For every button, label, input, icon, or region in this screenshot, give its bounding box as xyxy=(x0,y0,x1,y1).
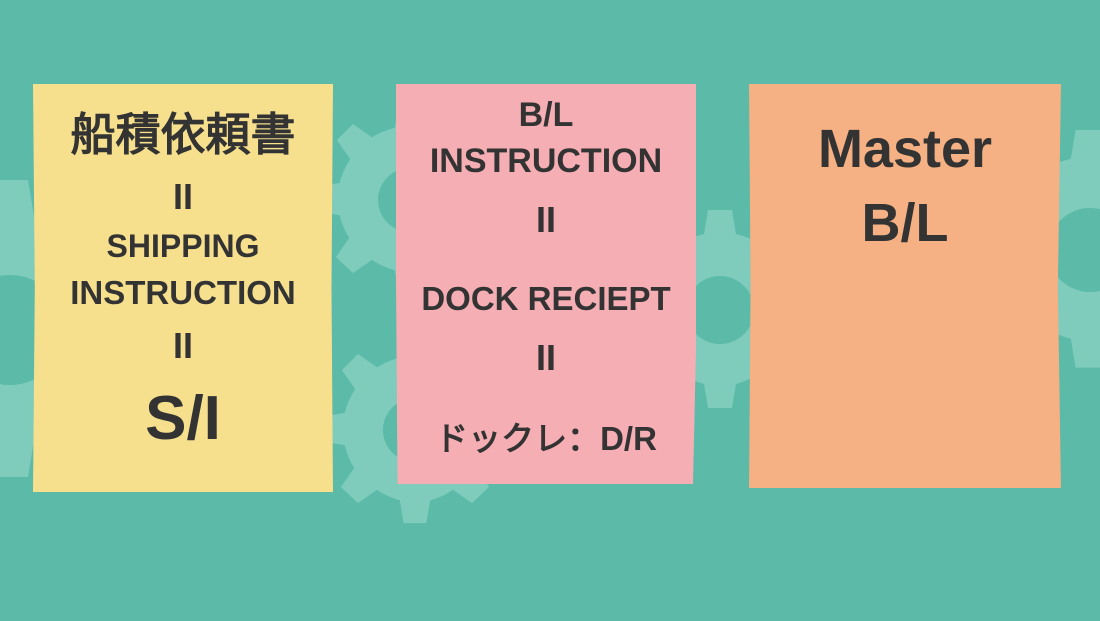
note-line-dock-receipt: DOCK RECIEPT xyxy=(421,280,671,317)
note-line-shipping: SHIPPING xyxy=(106,228,260,264)
note-line-funazumi-irai-sho: 船積依頼書 xyxy=(70,109,296,160)
note-line-instruction: INSTRUCTION xyxy=(429,142,663,180)
note-line-instruction: INSTRUCTION xyxy=(70,274,296,311)
note-line-bl: B/L xyxy=(861,193,949,253)
note-line-si: S/I xyxy=(145,384,221,453)
note-line-master: Master xyxy=(817,119,993,179)
sticky-note-bl-instruction: B/L INSTRUCTION II DOCK RECIEPT II ドックレ：… xyxy=(396,84,696,484)
note-equals-sign: II xyxy=(172,176,193,217)
note-line-bl: B/L xyxy=(518,96,574,134)
note-line-dokkure-dr: ドックレ：D/R xyxy=(435,420,657,457)
sticky-note-master-bl: Master B/L xyxy=(749,84,1061,488)
sticky-note-shipping-instruction: 船積依頼書 II SHIPPING INSTRUCTION II S/I xyxy=(33,84,333,492)
note-equals-sign: II xyxy=(535,199,556,240)
note-equals-sign: II xyxy=(535,337,556,378)
note-equals-sign: II xyxy=(172,325,193,366)
